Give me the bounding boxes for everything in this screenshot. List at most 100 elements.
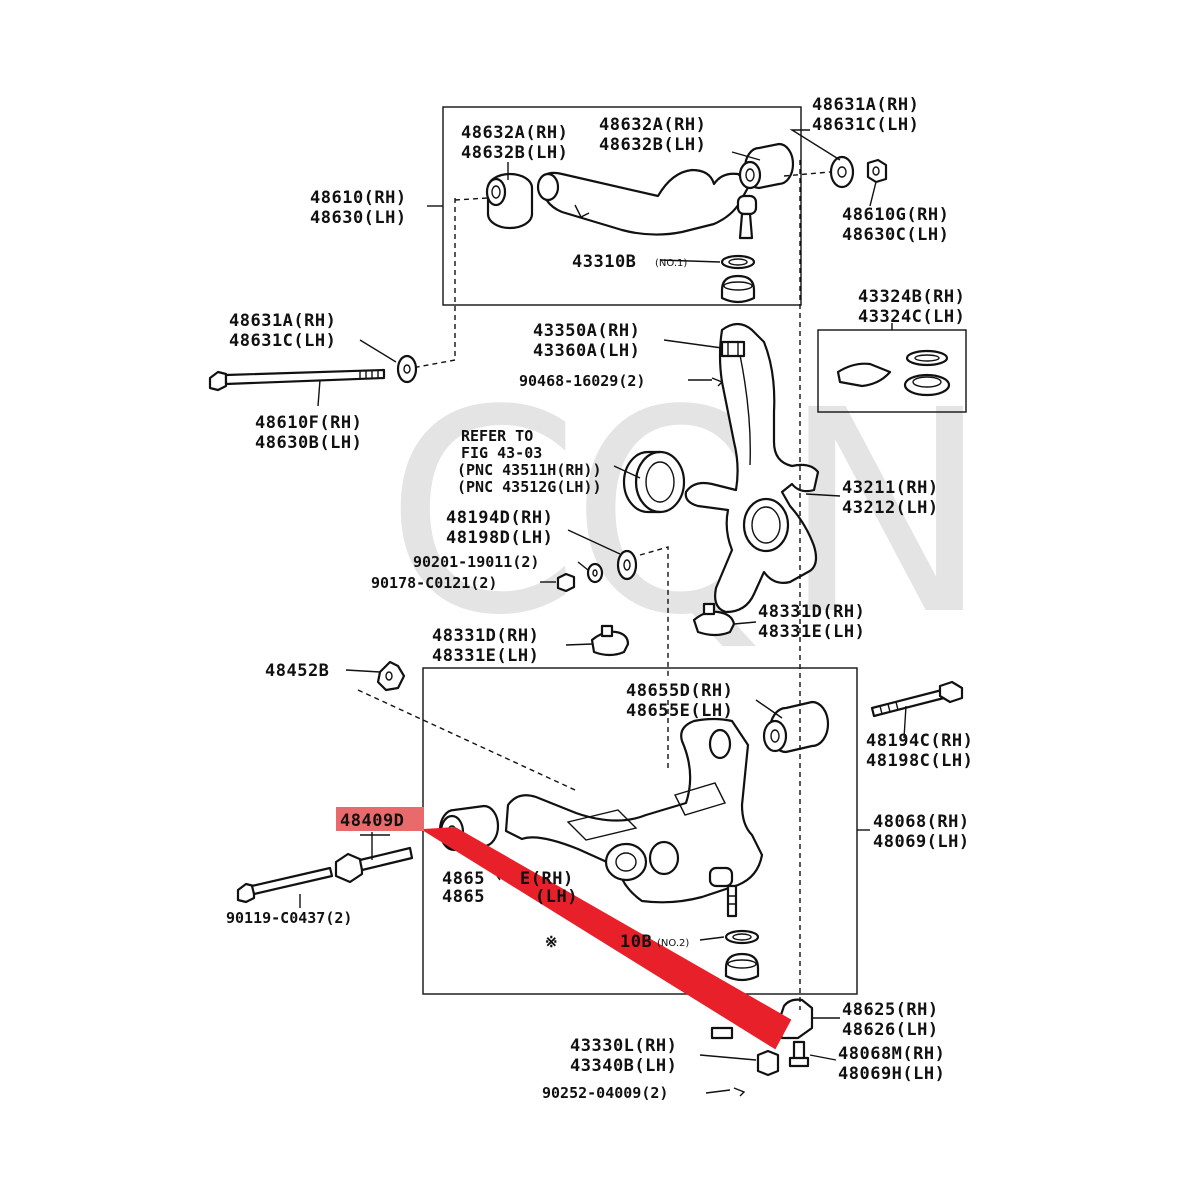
label-4865x-lh-a: 4865 <box>442 887 485 907</box>
nut-90178[interactable] <box>556 572 576 593</box>
label-lower-seal: 10B <box>620 932 652 952</box>
leader-dash-upper-right <box>783 171 831 177</box>
washer-left-bolt[interactable] <box>396 354 418 384</box>
camber-bolt-right[interactable] <box>870 680 964 718</box>
label-43324b-rh: 43324B(RH) <box>858 287 965 307</box>
ball-joint-stud[interactable] <box>726 884 738 918</box>
label-48631a-rh-left: 48631A(RH) <box>229 311 336 331</box>
label-48631a-rh-top: 48631A(RH) <box>812 95 919 115</box>
label-refer-to: REFER TO <box>461 427 533 445</box>
lower-bushing-rear[interactable] <box>762 700 830 754</box>
label-90119: 90119-C0437(2) <box>226 909 352 927</box>
grease-pack[interactable] <box>836 362 892 388</box>
label-43350a-rh: 43350A(RH) <box>533 321 640 341</box>
label-48194c-rh: 48194C(RH) <box>866 731 973 751</box>
washer-90201[interactable] <box>586 562 604 584</box>
upper-arm-bolt[interactable] <box>208 368 386 392</box>
label-48198d-lh: 48198D(LH) <box>446 528 553 548</box>
label-48068-rh: 48068(RH) <box>873 812 970 832</box>
upper-control-arm[interactable] <box>536 168 758 240</box>
seal-ring-large[interactable] <box>903 373 951 397</box>
label-48632a-rh-b: 48632A(RH) <box>599 115 706 135</box>
washer-upper-right[interactable] <box>829 155 855 189</box>
label-43212-lh: 43212(LH) <box>842 498 939 518</box>
leader-dash-upper-left <box>454 197 489 201</box>
bolt-90119[interactable] <box>236 866 334 904</box>
label-43330l-rh: 43330L(RH) <box>570 1036 677 1056</box>
washer-camber-48194d[interactable] <box>616 549 638 581</box>
label-fig-43-03: FIG 43-03 <box>461 444 542 462</box>
nut-43330l[interactable] <box>756 1049 780 1077</box>
nut-upper-right[interactable] <box>866 158 888 184</box>
upper-bushing-right[interactable] <box>738 142 795 190</box>
label-90178: 90178-C0121(2) <box>371 574 497 592</box>
castle-nut-upper[interactable] <box>720 340 746 358</box>
label-48331d-rh-right: 48331D(RH) <box>758 602 865 622</box>
label-90201: 90201-19011(2) <box>413 553 539 571</box>
label-pnc-rh: (PNC 43511H(RH)) <box>457 461 602 479</box>
label-43310b: 43310B <box>572 252 636 272</box>
label-4865x-rh-a: 4865 <box>442 869 485 889</box>
label-48632b-lh-a: 48632B(LH) <box>461 143 568 163</box>
leader-dash-48452b <box>357 689 576 791</box>
label-43211-rh: 43211(RH) <box>842 478 939 498</box>
upper-bushing-left[interactable] <box>485 172 534 230</box>
label-48630c-lh: 48630C(LH) <box>842 225 949 245</box>
leader-dash-middle <box>639 546 669 680</box>
label-48452b: 48452B <box>265 661 329 681</box>
label-48625-rh: 48625(RH) <box>842 1000 939 1020</box>
dust-seal-lower[interactable] <box>724 929 760 945</box>
label-43310b-note: (NO.1) <box>655 258 687 269</box>
label-48631c-lh-left: 48631C(LH) <box>229 331 336 351</box>
label-48331d-rh-left: 48331D(RH) <box>432 626 539 646</box>
bolt-48068m[interactable] <box>788 1040 810 1068</box>
watermark: CQN <box>385 351 980 677</box>
stopper-48452b[interactable] <box>376 660 406 692</box>
label-43324c-lh: 43324C(LH) <box>858 307 965 327</box>
label-48610f-rh: 48610F(RH) <box>255 413 362 433</box>
seal-ring-small[interactable] <box>905 349 949 367</box>
part-labels: 48632A(RH) 48632B(LH) 48632A(RH) 48632B(… <box>226 95 973 1102</box>
label-48198c-lh: 48198C(LH) <box>866 751 973 771</box>
boot-upper[interactable] <box>720 274 756 304</box>
lower-control-arm[interactable] <box>504 717 764 904</box>
label-4865x-lh-b: (LH) <box>535 887 578 907</box>
highlight-label-bg <box>336 807 424 831</box>
label-43340b-lh: 43340B(LH) <box>570 1056 677 1076</box>
boot-lower[interactable] <box>724 952 760 982</box>
label-48632a-rh-a: 48632A(RH) <box>461 123 568 143</box>
label-48331e-lh-right: 48331E(LH) <box>758 622 865 642</box>
label-lower-seal-note: (NO.2) <box>657 938 689 949</box>
cam-plate-48409d[interactable] <box>334 832 414 884</box>
label-48630-lh: 48630(LH) <box>310 208 407 228</box>
dust-seal-upper[interactable] <box>720 254 756 270</box>
label-48610g-rh: 48610G(RH) <box>842 205 949 225</box>
highlight-label: 48409D <box>340 811 404 831</box>
cotter-pin-upper <box>711 377 724 387</box>
label-48068m-rh: 48068M(RH) <box>838 1044 945 1064</box>
label-48631c-lh-top: 48631C(LH) <box>812 115 919 135</box>
label-48069h-lh: 48069H(LH) <box>838 1064 945 1084</box>
label-43360a-lh: 43360A(LH) <box>533 341 640 361</box>
label-48069-lh: 48069(LH) <box>873 832 970 852</box>
steering-knuckle[interactable] <box>684 322 820 614</box>
label-4865x-rh-b: E(RH) <box>520 869 574 889</box>
hub-bearing-seal[interactable] <box>622 450 686 514</box>
leader-dash-bolt <box>411 198 456 369</box>
label-90468: 90468-16029(2) <box>519 372 645 390</box>
label-48630b-lh: 48630B(LH) <box>255 433 362 453</box>
label-48626-lh: 48626(LH) <box>842 1020 939 1040</box>
label-48632b-lh-b: 48632B(LH) <box>599 135 706 155</box>
label-note-mark: ※ <box>545 933 558 951</box>
label-pnc-lh: (PNC 43512G(LH)) <box>457 478 602 496</box>
bump-stopper-left[interactable] <box>590 624 630 657</box>
label-48655d-rh: 48655D(RH) <box>626 681 733 701</box>
cotter-pin-lower <box>733 1087 746 1097</box>
lower-spacer[interactable] <box>710 1026 734 1040</box>
label-90252: 90252-04009(2) <box>542 1084 668 1102</box>
bump-stopper-right[interactable] <box>692 602 736 637</box>
highlight-arrow <box>420 826 792 1050</box>
label-48331e-lh-left: 48331E(LH) <box>432 646 539 666</box>
